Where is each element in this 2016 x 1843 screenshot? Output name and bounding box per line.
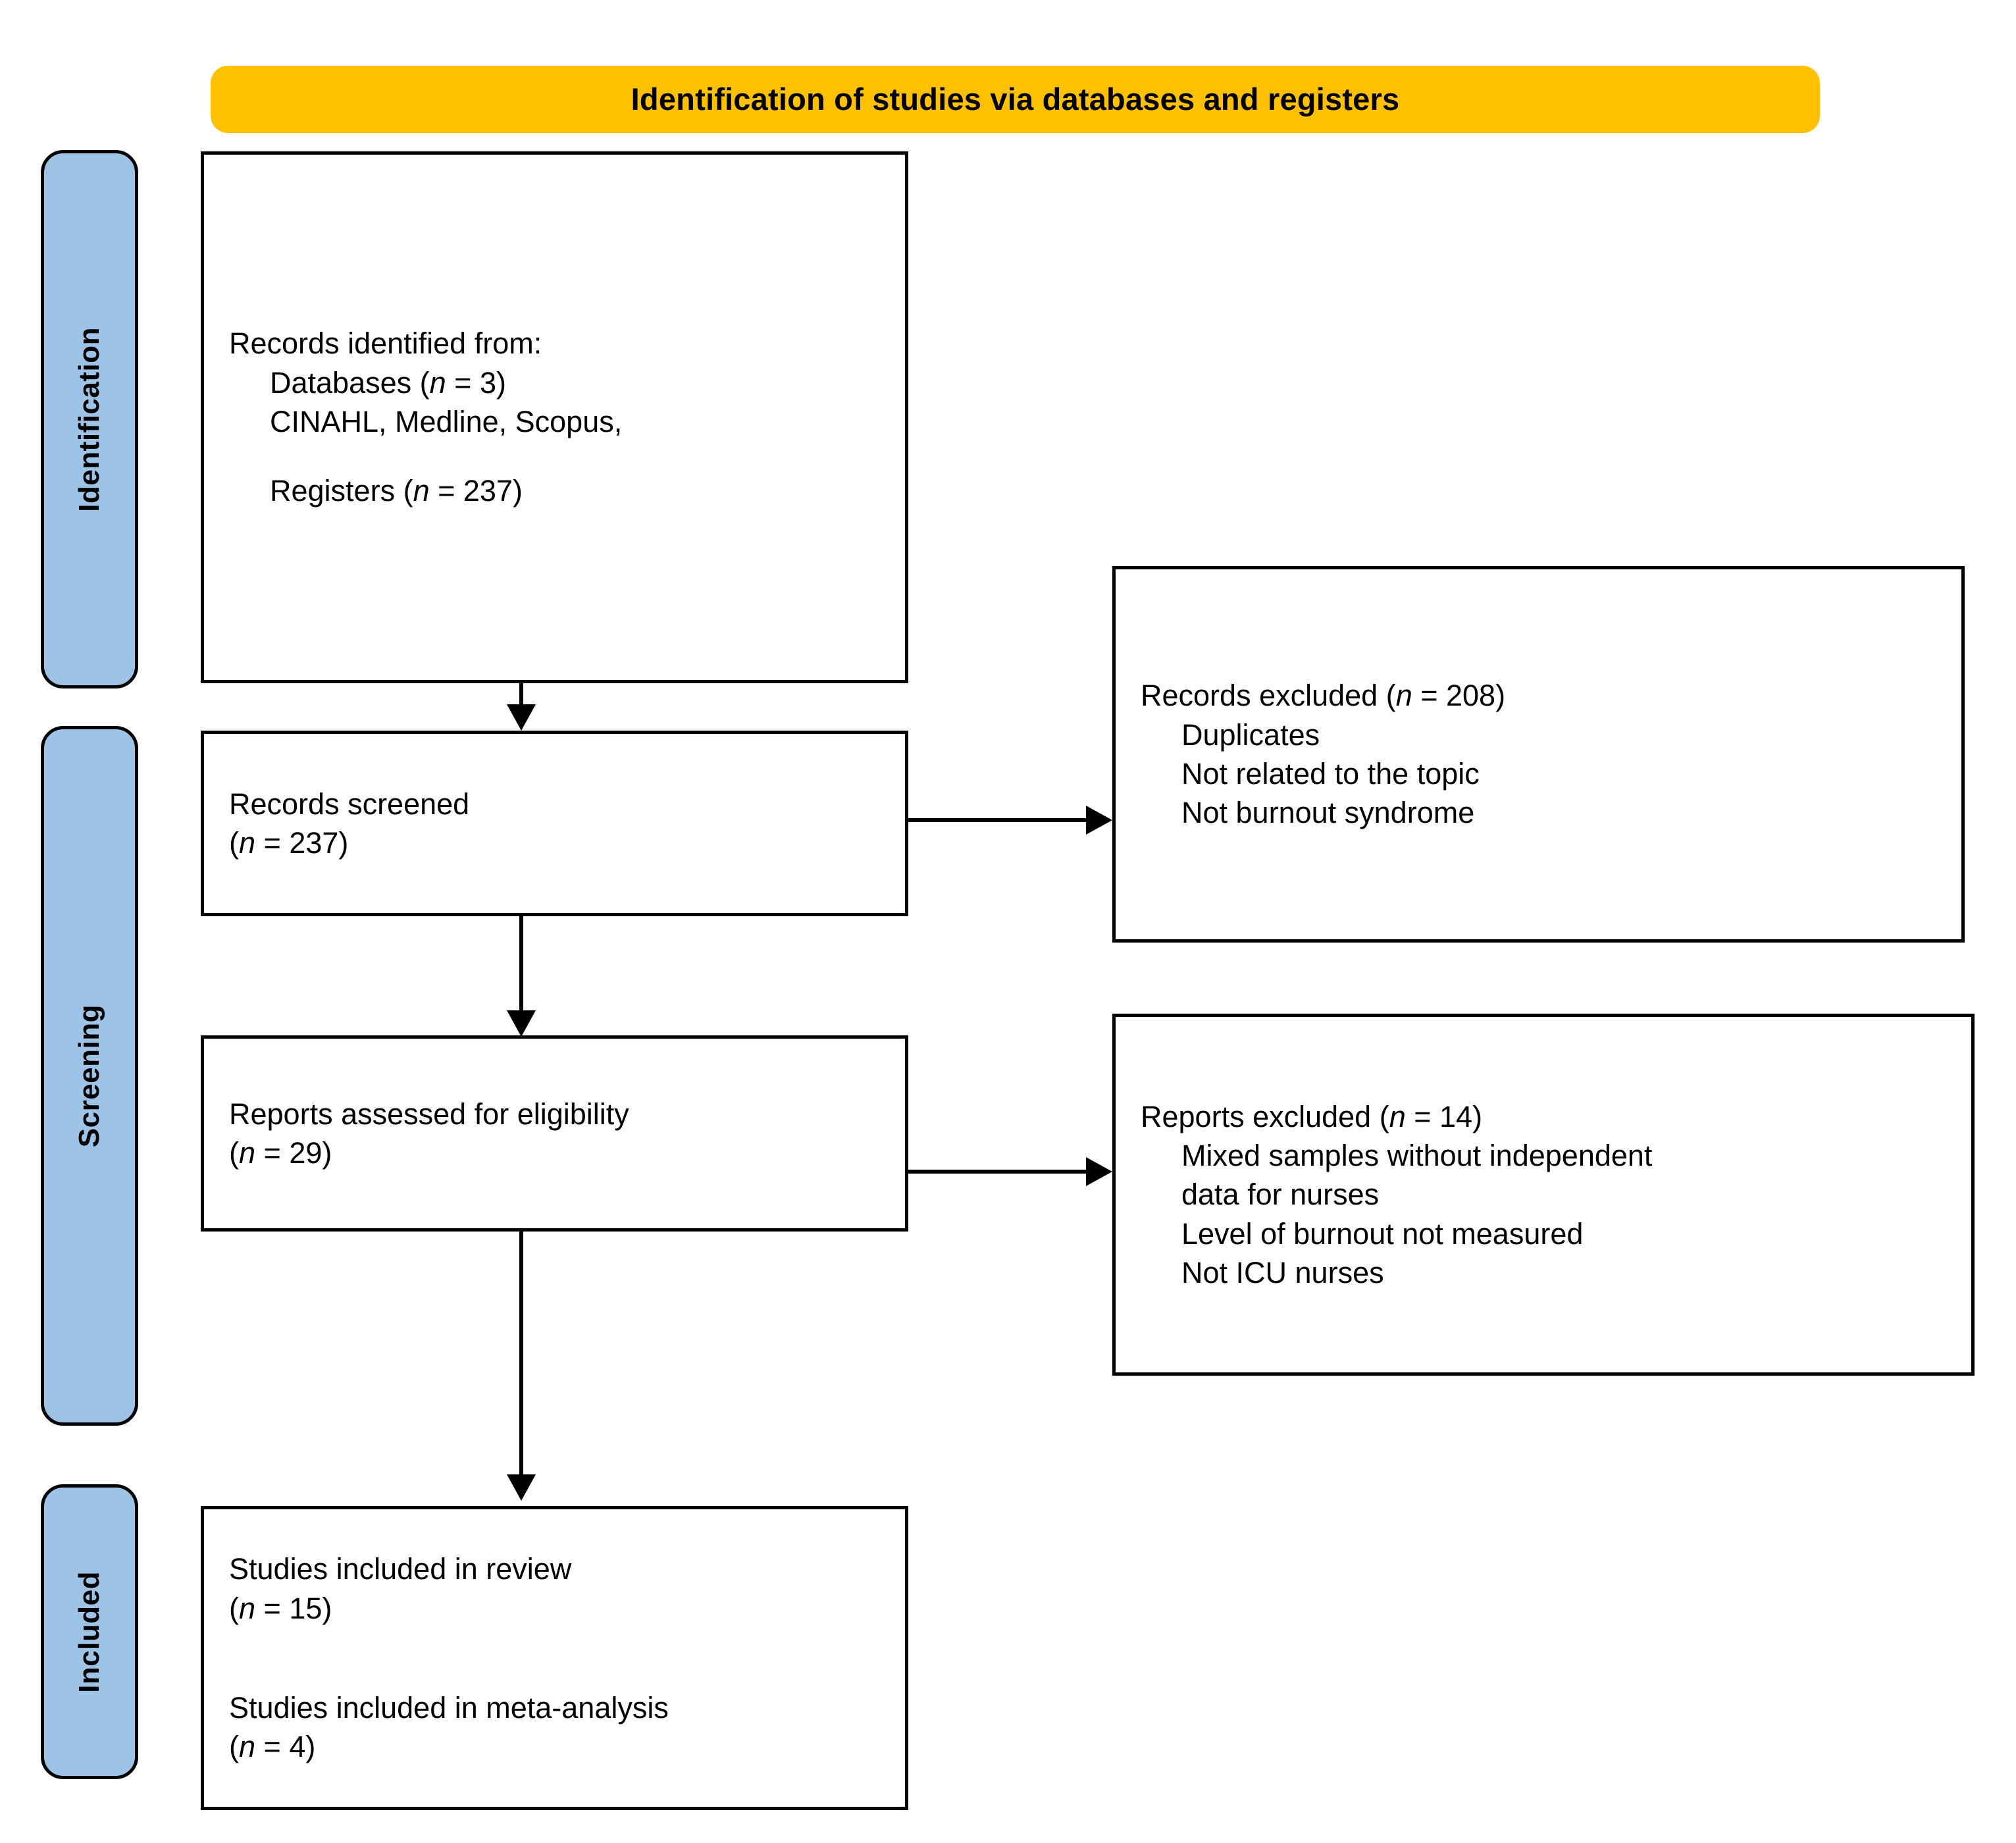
node-records-identified-body: Records identified from: Databases (n = 3… (204, 324, 905, 511)
stage-screening: Screening (41, 726, 138, 1426)
node-text-line: (n = 4) (229, 1730, 316, 1764)
node-text-line: Level of burnout not measured (1181, 1216, 1584, 1251)
node-reports-assessed-body: Reports assessed for eligibility (n = 29) (204, 1095, 905, 1173)
phase-banner: Identification of studies via databases … (211, 66, 1820, 133)
stage-included: Included (41, 1484, 138, 1779)
arrowhead-identified-to-screened (507, 704, 536, 731)
node-text-line: Reports excluded (n = 14) (1141, 1099, 1483, 1133)
stage-included-label: Included (73, 1570, 105, 1693)
node-records-identified: Records identified from: Databases (n = 3… (201, 151, 908, 683)
node-text-line: CINAHL, Medline, Scopus, (270, 405, 623, 438)
arrowhead-assessed-to-reports-excluded (1086, 1157, 1112, 1186)
node-text-line: Not burnout syndrome (1181, 796, 1475, 830)
node-studies-included-body: Studies included in review (n = 15) Studie… (204, 1549, 905, 1767)
node-text-line (229, 1628, 880, 1688)
node-text-line: (n = 237) (229, 826, 349, 860)
connector-screened-to-records-excluded (908, 818, 1089, 822)
node-text-line: Registers (n = 237) (270, 474, 523, 508)
node-reports-assessed: Reports assessed for eligibility (n = 29) (201, 1035, 908, 1232)
node-text-line (229, 441, 880, 471)
connector-identified-to-screened (519, 683, 523, 706)
stage-identification: Identification (41, 150, 138, 688)
node-records-screened-body: Records screened (n = 237) (204, 785, 905, 863)
arrowhead-assessed-to-studies-included (507, 1474, 536, 1501)
node-text-line: Duplicates (1181, 717, 1320, 752)
node-text-line: Records screened (229, 787, 470, 821)
node-records-screened: Records screened (n = 237) (201, 731, 908, 916)
node-text-line: Mixed samples without independent (1181, 1138, 1653, 1172)
node-reports-excluded: Reports excluded (n = 14) Mixed samples w… (1112, 1014, 1975, 1376)
node-reports-excluded-body: Reports excluded (n = 14) Mixed samples w… (1116, 1097, 1971, 1293)
node-text-line: data for nurses (1181, 1178, 1380, 1212)
connector-assessed-to-reports-excluded (908, 1170, 1089, 1174)
node-text-line: Studies included in review (229, 1552, 572, 1586)
node-text-line: Records identified from: (229, 326, 542, 361)
node-studies-included: Studies included in review (n = 15) Studie… (201, 1506, 908, 1810)
node-text-line: (n = 15) (229, 1591, 332, 1625)
node-text-line: (n = 29) (229, 1136, 332, 1170)
node-text-line: Databases (n = 3) (270, 365, 506, 400)
connector-assessed-to-studies-included (519, 1232, 523, 1476)
node-text-line: Not related to the topic (1181, 757, 1480, 791)
node-text-line: Records excluded (n = 208) (1141, 679, 1506, 713)
stage-identification-label: Identification (73, 326, 105, 512)
arrowhead-screened-to-records-excluded (1086, 806, 1112, 835)
arrowhead-screened-to-assessed (507, 1010, 536, 1037)
phase-banner-title: Identification of studies via databases … (631, 82, 1400, 117)
node-text-line: Studies included in meta-analysis (229, 1691, 669, 1725)
node-text-line: Not ICU nurses (1181, 1256, 1384, 1290)
connector-screened-to-assessed (519, 916, 523, 1014)
stage-screening-label: Screening (73, 1004, 105, 1148)
node-text-line: Reports assessed for eligibility (229, 1097, 629, 1131)
